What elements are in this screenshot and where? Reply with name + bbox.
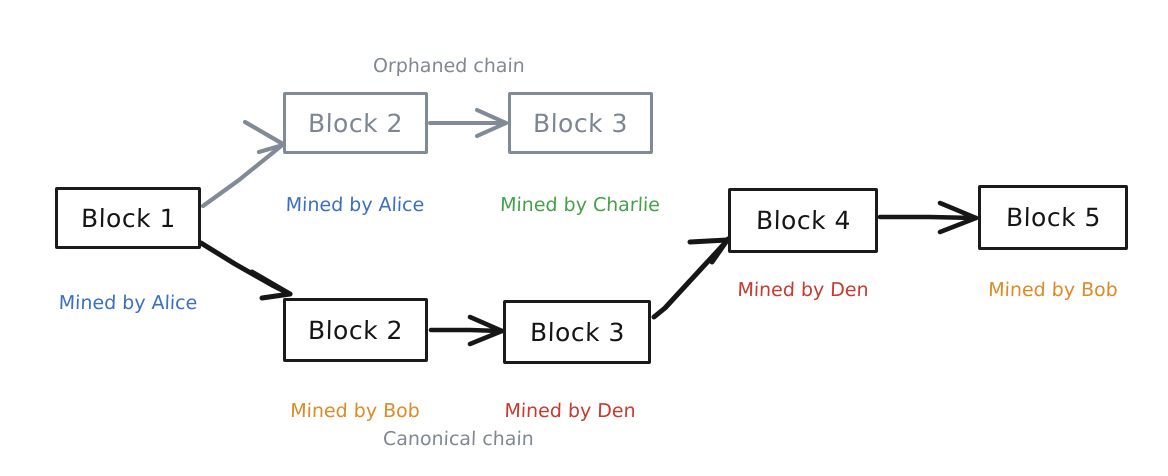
block-label: Block 2 (307, 315, 404, 345)
arrow-main3-to-block4 (651, 236, 731, 320)
canonical-chain-label: Canonical chain (382, 428, 535, 450)
arrow-orphan2-to-orphan3 (428, 108, 508, 138)
block-3-main[interactable]: Block 3 (503, 300, 651, 364)
arrow-main2-to-main3 (428, 314, 505, 347)
block-label: Block 3 (532, 108, 629, 138)
block-label: Block 1 (80, 203, 176, 233)
miner-label-block-1: Mined by Alice (58, 292, 198, 314)
block-label: Block 5 (1005, 203, 1101, 232)
block-2-main[interactable]: Block 2 (283, 298, 428, 362)
miner-label-block-2-orphan: Mined by Alice (285, 194, 425, 216)
block-4[interactable]: Block 4 (728, 188, 878, 253)
orphaned-chain-label: Orphaned chain (372, 55, 526, 77)
miner-label-block-3-main: Mined by Den (504, 400, 637, 422)
miner-label-block-5: Mined by Bob (987, 279, 1119, 301)
arrow-block1-to-orphan2 (200, 119, 286, 209)
arrow-block4-to-block5 (877, 200, 979, 235)
block-3-orphan[interactable]: Block 3 (508, 92, 653, 154)
arrow-block1-to-main2 (198, 240, 293, 301)
block-label: Block 4 (755, 206, 851, 235)
block-label: Block 2 (307, 108, 404, 138)
block-2-orphan[interactable]: Block 2 (283, 92, 428, 154)
miner-label-block-4: Mined by Den (737, 279, 870, 301)
block-label: Block 3 (529, 317, 625, 347)
block-5[interactable]: Block 5 (978, 185, 1128, 250)
miner-label-block-2-main: Mined by Bob (289, 400, 421, 422)
miner-label-block-3-orphan: Mined by Charlie (499, 194, 661, 216)
block-1[interactable]: Block 1 (55, 187, 201, 249)
